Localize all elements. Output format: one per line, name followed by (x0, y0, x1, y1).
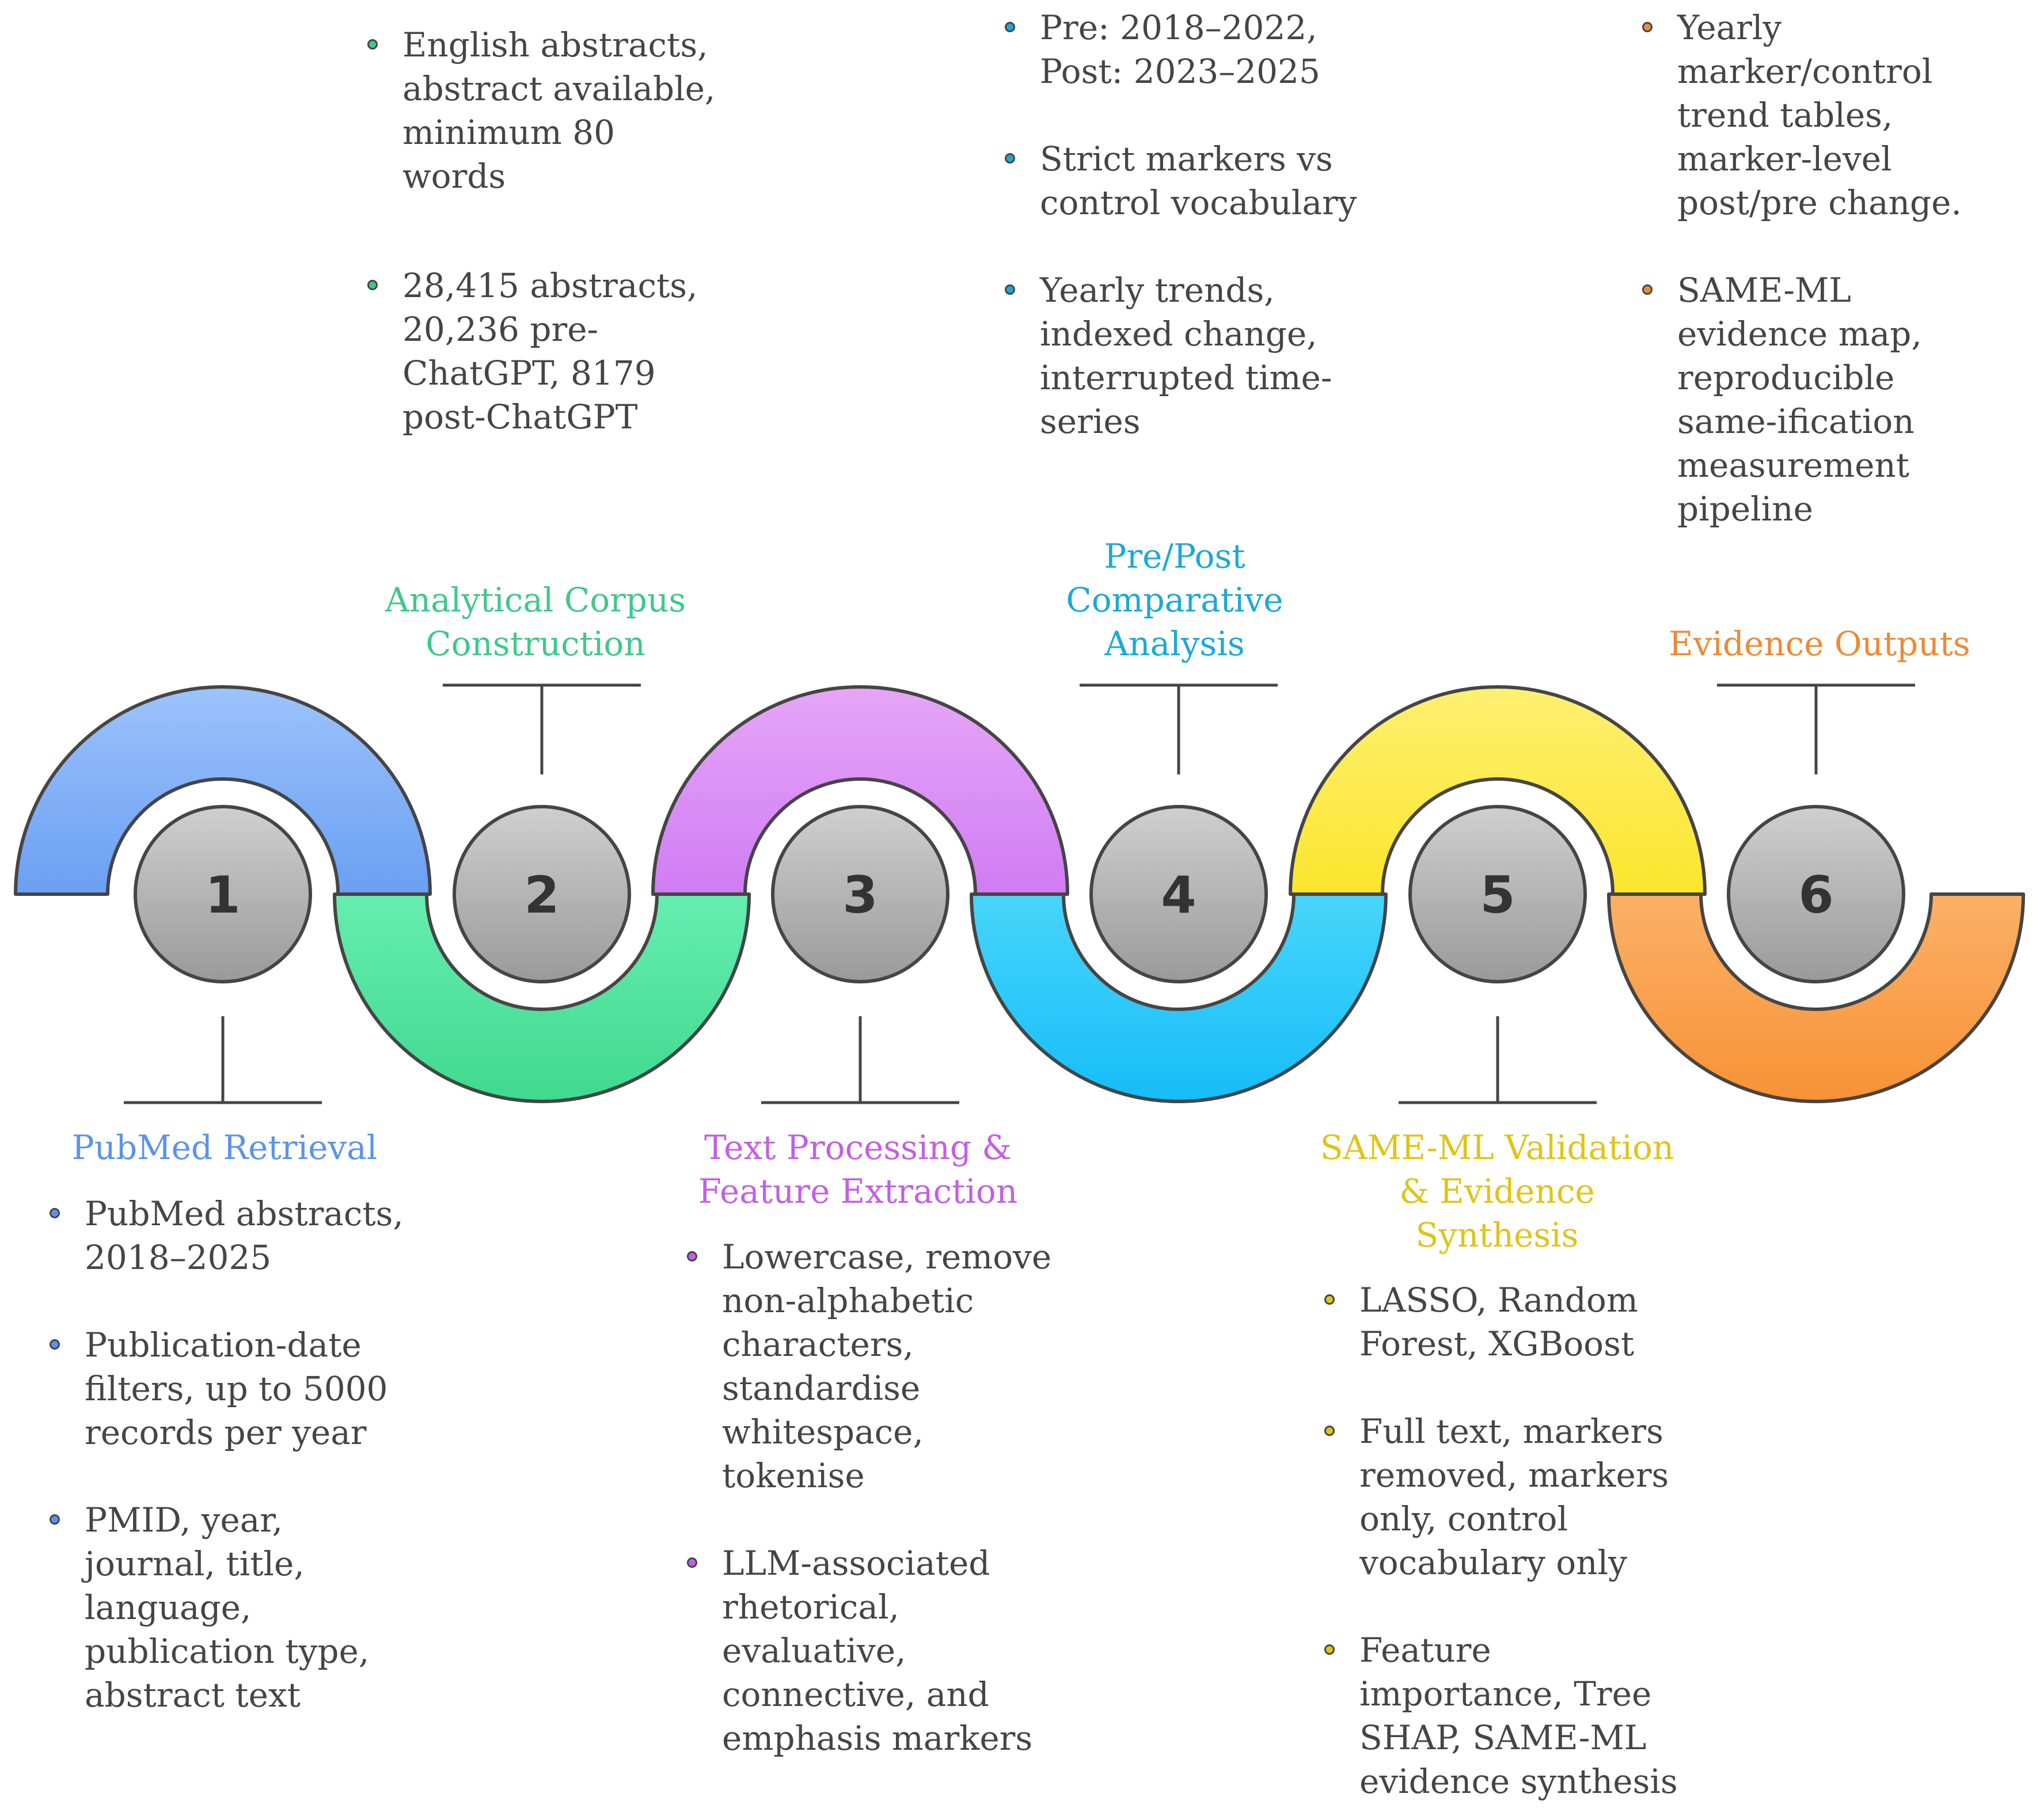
bullet-dot-icon (1005, 22, 1015, 32)
step-1-title: PubMed Retrieval (71, 1128, 378, 1167)
step-2-bullet-1: English abstracts, abstract available, m… (367, 23, 782, 198)
bullet-dot-icon (1324, 1426, 1335, 1436)
step-5-number: 5 (1480, 865, 1515, 925)
bullet-dot-icon (1324, 1294, 1335, 1305)
step-6-bullets: Yearly marker/control trend tables, mark… (1642, 6, 2034, 531)
bullet-dot-icon (367, 39, 378, 50)
step-2-bullets: English abstracts, abstract available, m… (367, 23, 782, 439)
band-segment-5 (1289, 685, 1707, 896)
step-5-bullets: LASSO, Random Forest, XGBoost Full text,… (1324, 1278, 1739, 1803)
bullet-dot-icon (1005, 284, 1015, 295)
bullet-dot-icon (687, 1557, 697, 1568)
step-6-bullet-1: Yearly marker/control trend tables, mark… (1642, 6, 2034, 225)
step-3-bullet-2: LLM-associated rhetorical, evaluative, c… (687, 1541, 1101, 1760)
bullet-dot-icon (1005, 153, 1015, 164)
step-4-number: 4 (1161, 865, 1196, 925)
step-2-title: Analytical Corpus Construction (385, 580, 686, 663)
step-4-bullet-1: Pre: 2018–2022, Post: 2023–2025 (1005, 6, 1419, 93)
step-4-circle: 4 (1089, 805, 1268, 983)
bullet-dot-icon (50, 1514, 60, 1525)
step-5-title: SAME-ML Validation & Evidence Synthesis (1320, 1128, 1674, 1255)
bullet-dot-icon (1642, 284, 1653, 295)
step-3-title: Text Processing & Feature Extraction (698, 1128, 1018, 1211)
step-4-bullet-2: Strict markers vs control vocabulary (1005, 137, 1419, 225)
step-1-bullets: PubMed abstracts, 2018–2025 Publication-… (50, 1192, 464, 1717)
connector-5 (1399, 1016, 1597, 1104)
bullet-dot-icon (50, 1208, 60, 1218)
connector-2 (443, 683, 641, 774)
band-segment-4 (970, 892, 1388, 1103)
step-5-bullet-3: Feature importance, Tree SHAP, SAME-ML e… (1324, 1628, 1739, 1803)
bullet-dot-icon (50, 1339, 60, 1350)
step-2-circle: 2 (453, 805, 631, 983)
step-1-bullet-2: Publication-date filters, up to 5000 rec… (50, 1323, 464, 1454)
step-4-bullet-3: Yearly trends, indexed change, interrupt… (1005, 268, 1419, 443)
step-1-circle: 1 (134, 805, 312, 983)
step-3-bullet-1: Lowercase, remove non-alphabetic charact… (687, 1235, 1101, 1498)
band-segment-6 (1607, 892, 2025, 1103)
bullet-dot-icon (687, 1251, 697, 1262)
band-segment-2 (333, 892, 751, 1103)
step-4-title: Pre/Post Comparative Analysis (1066, 537, 1283, 663)
step-5-circle: 5 (1408, 805, 1587, 983)
step-6-bullet-2: SAME-ML evidence map, reproducible same-… (1642, 268, 2034, 531)
bullet-dot-icon (1642, 22, 1653, 32)
step-6-title: Evidence Outputs (1669, 624, 1970, 663)
step-6-circle: 6 (1727, 805, 1905, 983)
bullet-dot-icon (1324, 1644, 1335, 1655)
step-1-bullet-3: PMID, year, journal, title, language, pu… (50, 1498, 464, 1717)
step-5-bullet-1: LASSO, Random Forest, XGBoost (1324, 1278, 1739, 1366)
step-3-bullets: Lowercase, remove non-alphabetic charact… (687, 1235, 1101, 1760)
step-3-circle: 3 (771, 805, 949, 983)
connector-3 (761, 1016, 959, 1104)
step-4-bullets: Pre: 2018–2022, Post: 2023–2025 Strict m… (1005, 6, 1419, 443)
connector-4 (1080, 683, 1278, 774)
step-1-number: 1 (205, 865, 240, 925)
step-2-bullet-2: 28,415 abstracts, 20,236 pre- ChatGPT, 8… (367, 264, 782, 439)
step-6-number: 6 (1798, 865, 1833, 925)
band-segment-3 (651, 685, 1069, 896)
step-3-number: 3 (842, 865, 878, 925)
step-5-bullet-2: Full text, markers removed, markers only… (1324, 1409, 1739, 1585)
connector-1 (124, 1016, 322, 1104)
step-1-bullet-1: PubMed abstracts, 2018–2025 (50, 1192, 464, 1279)
bullet-dot-icon (367, 280, 378, 290)
step-2-number: 2 (524, 865, 559, 925)
band-segment-1 (14, 685, 432, 896)
connector-6 (1717, 683, 1915, 774)
